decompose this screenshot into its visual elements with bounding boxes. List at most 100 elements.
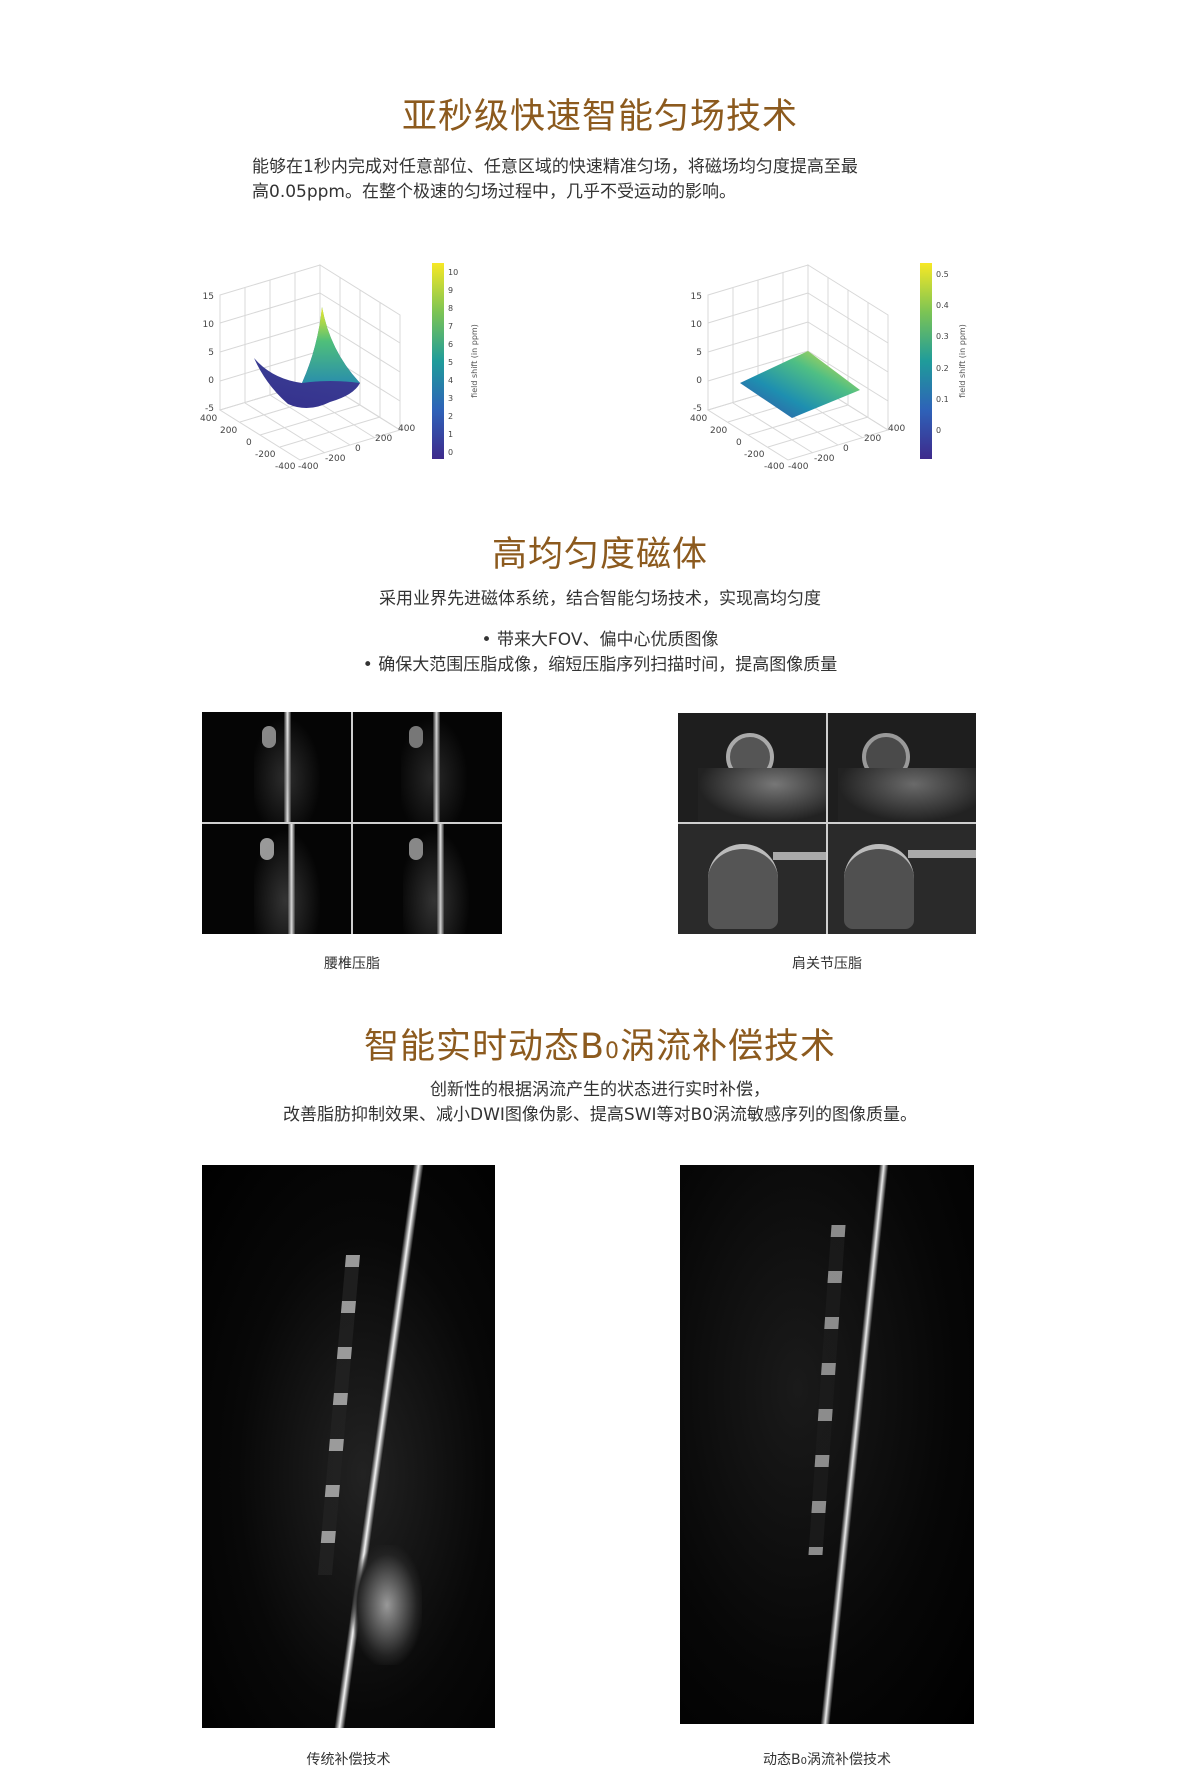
section3-desc-line2: 改善脂肪抑制效果、减小DWI图像伪影、提高SWI等对B0涡流敏感序列的图像质量。	[282, 1105, 917, 1125]
chart1-cbtick: 7	[448, 322, 453, 331]
chart2-ztick: 10	[691, 320, 703, 330]
chart2-xtick: 0	[736, 438, 742, 448]
chart1-ytick: -200	[325, 454, 346, 464]
chart2-cbtick: 0.4	[936, 301, 949, 310]
section3-title: 智能实时动态B0涡流补偿技术	[0, 1018, 1200, 1069]
chart1-peak	[302, 307, 360, 383]
chart2-colorbar	[920, 263, 932, 459]
chart2-xtick: 200	[710, 426, 727, 436]
chart1-ztick: 15	[203, 292, 214, 302]
section3-title-b: B	[579, 1027, 605, 1067]
chart2-ztick: -5	[693, 404, 702, 414]
chart2-ytick: -200	[814, 454, 835, 464]
chart1-cbtick: 4	[448, 376, 453, 385]
lumbar-tile	[202, 824, 351, 934]
chart2-cbtick: 0.3	[936, 332, 949, 341]
shoulder-tile	[828, 713, 976, 822]
shoulder-tile	[678, 824, 826, 934]
chart1-ytick: -400	[298, 462, 319, 472]
chart1-colorbar-ticks: 10 9 8 7 6 5 4 3 2 1 0	[448, 268, 458, 457]
conventional-compensation-image	[202, 1165, 495, 1728]
chart2-ztick: 15	[691, 292, 702, 302]
chart2-ztick: 0	[696, 376, 702, 386]
chart1-xtick: -200	[255, 450, 276, 460]
chart2-colorbar-ticks: 0.5 0.4 0.3 0.2 0.1 0	[936, 270, 949, 435]
lumbar-tile	[353, 824, 502, 934]
dynamic-b0-compensation-image	[680, 1165, 974, 1724]
section3-title-sub: 0	[605, 1039, 620, 1064]
chart1-y-ticks: -400 -200 0 200 400	[298, 424, 415, 472]
chart2-y-ticks: -400 -200 0 200 400	[788, 424, 905, 472]
chart1-colorbar	[432, 263, 444, 459]
chart1-cbtick: 0	[448, 448, 453, 457]
chart2-xtick: -200	[744, 450, 765, 460]
lumbar-tile	[202, 712, 351, 822]
chart1-xtick: 0	[246, 438, 252, 448]
chart1-cbtick: 8	[448, 304, 453, 313]
chart2-colorbar-label: field shift (in ppm)	[958, 324, 967, 398]
chart2-cbtick: 0.5	[936, 270, 949, 279]
section2-bullet-fov: • 带来大FOV、偏中心优质图像	[481, 630, 719, 650]
chart1-cbtick: 10	[448, 268, 458, 277]
conventional-compensation-caption: 传统补偿技术	[306, 1752, 391, 1768]
section3-title-before: 智能实时动态	[363, 1027, 580, 1067]
chart1-xtick: 400	[200, 414, 217, 424]
grid-divider	[202, 822, 502, 824]
chart1-surface	[254, 307, 360, 409]
chart1-cbtick: 9	[448, 286, 453, 295]
chart1-cbtick: 1	[448, 430, 453, 439]
chart2-ytick: 0	[843, 444, 849, 454]
chart1-ztick: 10	[203, 320, 215, 330]
field-map-chart-after: 15 10 5 0 -5 400 200 0 -200 -400 -400 -2…	[690, 263, 967, 472]
chart2-xtick: -400	[764, 462, 785, 472]
section2-bullet-fatsat: • 确保大范围压脂成像，缩短压脂序列扫描时间，提高图像质量	[362, 655, 838, 675]
lumbar-fatsat-caption: 腰椎压脂	[324, 956, 380, 972]
chart2-ytick: 400	[888, 424, 905, 434]
chart2-cbtick: 0.2	[936, 364, 949, 373]
chart2-x-ticks: 400 200 0 -200 -400	[690, 414, 785, 472]
chart2-ztick: 5	[696, 348, 702, 358]
shoulder-tile	[828, 824, 976, 934]
chart2-ytick: 200	[864, 434, 881, 444]
chart2-surface	[740, 351, 860, 418]
chart1-cbtick: 6	[448, 340, 453, 349]
chart1-ztick: -5	[205, 404, 214, 414]
chart1-ztick: 5	[208, 348, 214, 358]
section2-title: 高均匀度磁体	[491, 535, 708, 575]
section1-desc: 能够在1秒内完成对任意部位、任意区域的快速精准匀场，将磁场均匀度提高至最 高0.…	[252, 155, 858, 205]
section3-desc-line1: 创新性的根据涡流产生的状态进行实时补偿，	[430, 1080, 770, 1100]
shoulder-fatsat-caption: 肩关节压脂	[792, 956, 862, 972]
dynamic-b0-compensation-caption: 动态B0涡流补偿技术	[680, 1749, 974, 1769]
dynamic-caption-before: 动态B	[763, 1752, 801, 1768]
section1-title: 亚秒级快速智能匀场技术	[401, 97, 798, 137]
chart1-ytick: 400	[398, 424, 415, 434]
shoulder-tile	[678, 713, 826, 822]
chart1-cbtick: 2	[448, 412, 453, 421]
section1-desc-line2: 高0.05ppm。在整个极速的匀场过程中，几乎不受运动的影响。	[252, 182, 736, 202]
lumbar-fatsat-image-grid	[202, 712, 502, 934]
chart2-xtick: 400	[690, 414, 707, 424]
chart1-xtick: 200	[220, 426, 237, 436]
dynamic-caption-after: 涡流补偿技术	[806, 1752, 891, 1768]
chart1-z-ticks: 15 10 5 0 -5	[203, 292, 215, 414]
lumbar-tile	[353, 712, 502, 822]
chart2-cbtick: 0.1	[936, 395, 949, 404]
chart1-ytick: 200	[375, 434, 392, 444]
section1-desc-line1: 能够在1秒内完成对任意部位、任意区域的快速精准匀场，将磁场均匀度提高至最	[252, 157, 858, 177]
section3-desc: 创新性的根据涡流产生的状态进行实时补偿， 改善脂肪抑制效果、减小DWI图像伪影、…	[0, 1078, 1200, 1128]
chart1-xtick: -400	[275, 462, 296, 472]
chart2-cbtick: 0	[936, 426, 941, 435]
field-map-chart-before: 15 10 5 0 -5 400 200 0 -200 -400 -400 -2…	[200, 263, 479, 472]
chart1-x-ticks: 400 200 0 -200 -400	[200, 414, 296, 472]
chart1-colorbar-label: field shift (in ppm)	[470, 324, 479, 398]
grid-divider	[678, 822, 976, 824]
chart2-ytick: -400	[788, 462, 809, 472]
chart2-z-ticks: 15 10 5 0 -5	[691, 292, 703, 414]
chart1-grid	[218, 264, 402, 461]
chart1-cbtick: 3	[448, 394, 453, 403]
chart1-ztick: 0	[208, 376, 214, 386]
section3-title-after: 涡流补偿技术	[620, 1027, 837, 1067]
chart1-cbtick: 5	[448, 358, 453, 367]
section2-desc: 采用业界先进磁体系统，结合智能匀场技术，实现高均匀度	[379, 589, 821, 609]
shoulder-fatsat-image-grid	[678, 713, 976, 934]
